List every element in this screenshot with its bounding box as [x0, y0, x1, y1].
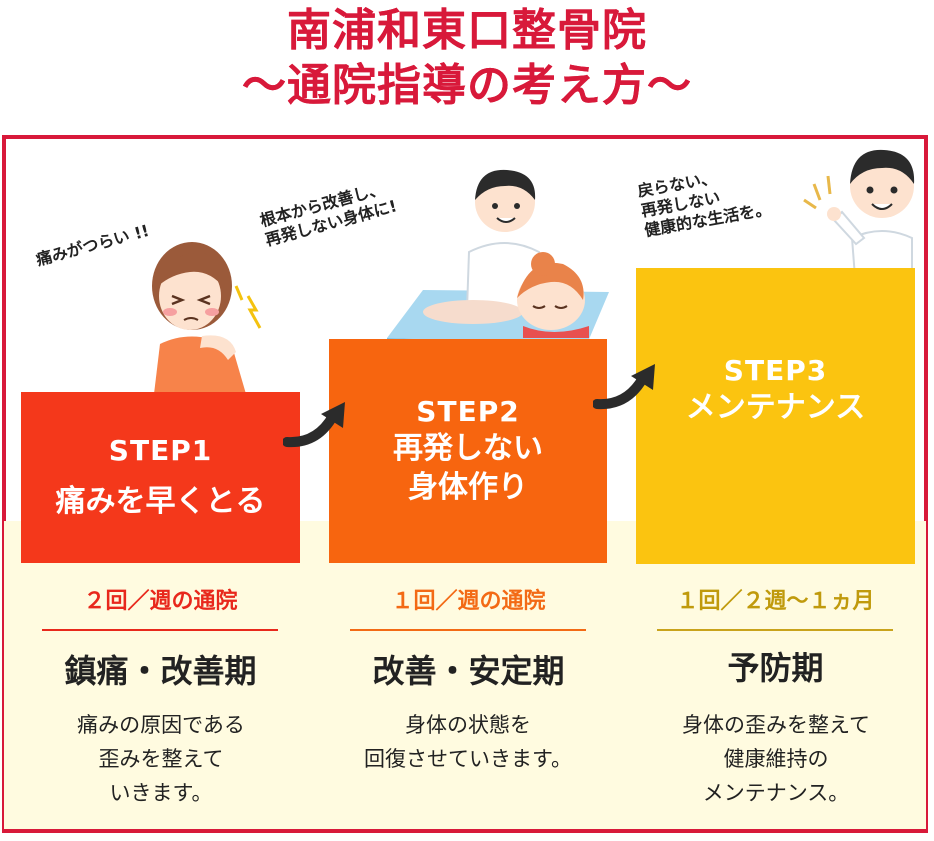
woman-shoulder-pain-illustration: [152, 242, 262, 394]
step1-description-line: 痛みの原因である: [77, 713, 245, 737]
step2-text: 再発しない: [393, 430, 543, 466]
step2-period: 改善・安定期: [372, 652, 565, 690]
step1-label: STEP1: [108, 434, 213, 468]
step3-divider: [657, 629, 893, 631]
step1-description-line: いきます。: [109, 781, 213, 805]
step3-description: 身体の歪みを整えて 健康維持の メンテナンス。: [626, 708, 926, 810]
step1-box: STEP1 痛みを早くとる: [21, 392, 300, 563]
step2-frequency: １回／週の通院: [391, 589, 546, 614]
step2-description-line: 身体の状態を: [405, 713, 531, 737]
therapist-massaging-patient-illustration: [387, 169, 609, 356]
step2-description-line: 回復させていきます。: [364, 747, 572, 771]
step1-period: 鎮痛・改善期: [64, 652, 257, 690]
step3-description-line: 健康維持の: [723, 747, 829, 771]
step2-description: 身体の状態を 回復させていきます。: [318, 708, 618, 776]
step3-description-line: メンテナンス。: [702, 781, 850, 805]
step3-box: STEP3 メンテナンス: [636, 268, 915, 564]
step2-label: STEP2: [416, 395, 520, 429]
arrow-step2-to-step3-icon: [593, 364, 655, 410]
step1-description: 痛みの原因である 歪みを整えて いきます。: [11, 708, 311, 810]
cream-background: [4, 521, 926, 829]
step2-text: 身体作り: [408, 469, 528, 505]
step2-box: STEP2 再発しない 身体作り: [329, 339, 607, 563]
step3-period: 予防期: [727, 649, 824, 687]
step1-description-line: 歪みを整えて: [98, 747, 224, 771]
step2-divider: [350, 629, 586, 631]
step1-text: 痛みを早くとる: [55, 483, 266, 519]
step1-divider: [42, 629, 278, 631]
page-subtitle: 〜通院指導の考え方〜: [242, 60, 692, 111]
step3-text: メンテナンス: [685, 389, 866, 425]
step3-description-line: 身体の歪みを整えて: [682, 713, 870, 737]
step3-label: STEP3: [723, 354, 828, 387]
page-title: 南浦和東口整骨院: [287, 5, 647, 56]
arrow-step1-to-step2-icon: [283, 402, 345, 448]
step3-frequency: １回／２週〜１ヵ月: [676, 589, 875, 614]
step1-frequency: ２回／週の通院: [83, 589, 238, 614]
